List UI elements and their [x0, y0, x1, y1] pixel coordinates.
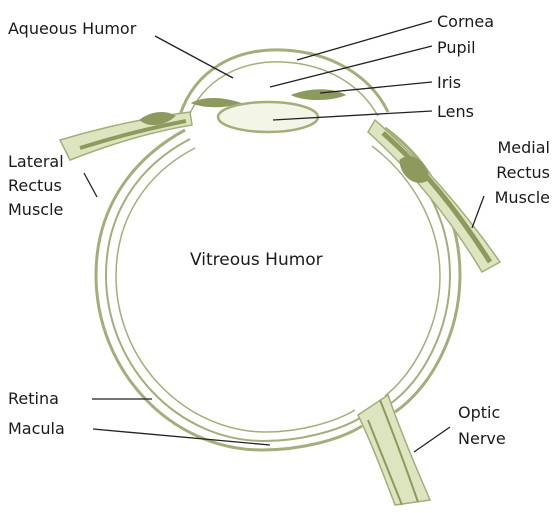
leader-optic-nerve — [414, 427, 450, 452]
label-lens: Lens — [437, 102, 474, 121]
label-lateral-line-2: Rectus — [8, 176, 64, 195]
leader-cornea — [297, 21, 432, 60]
label-macula: Macula — [8, 419, 65, 438]
label-pupil: Pupil — [437, 38, 476, 57]
sclera-outer — [96, 130, 362, 450]
leader-aqueous-humor — [155, 36, 233, 78]
eyeball-wall — [96, 128, 460, 450]
label-medial-line-1: Medial — [484, 138, 550, 157]
medial-rectus-muscle-shape — [368, 120, 500, 272]
label-lateral-line-1: Lateral — [8, 152, 64, 171]
lens-shape — [218, 102, 318, 132]
leader-lateral-rectus — [84, 173, 97, 197]
leader-macula — [93, 429, 270, 445]
label-lateral-line-3: Muscle — [8, 200, 64, 219]
retina-layer — [116, 148, 355, 432]
label-cornea: Cornea — [437, 12, 494, 31]
label-medial-rectus-muscle: Medial Rectus Muscle — [484, 138, 550, 207]
label-optic-line-2: Nerve — [458, 429, 506, 448]
label-medial-line-3: Muscle — [484, 188, 550, 207]
label-optic-nerve: Optic Nerve — [458, 403, 506, 448]
label-iris: Iris — [437, 73, 461, 92]
label-lateral-rectus-muscle: Lateral Rectus Muscle — [8, 152, 64, 219]
label-aqueous-humor: Aqueous Humor — [8, 19, 136, 38]
label-medial-line-2: Rectus — [484, 163, 550, 182]
label-vitreous-humor: Vitreous Humor — [190, 251, 323, 270]
leader-medial-rectus — [472, 196, 484, 228]
optic-nerve-shape — [358, 395, 430, 505]
leader-lines — [84, 21, 484, 452]
label-optic-line-1: Optic — [458, 403, 506, 422]
label-retina: Retina — [8, 389, 59, 408]
